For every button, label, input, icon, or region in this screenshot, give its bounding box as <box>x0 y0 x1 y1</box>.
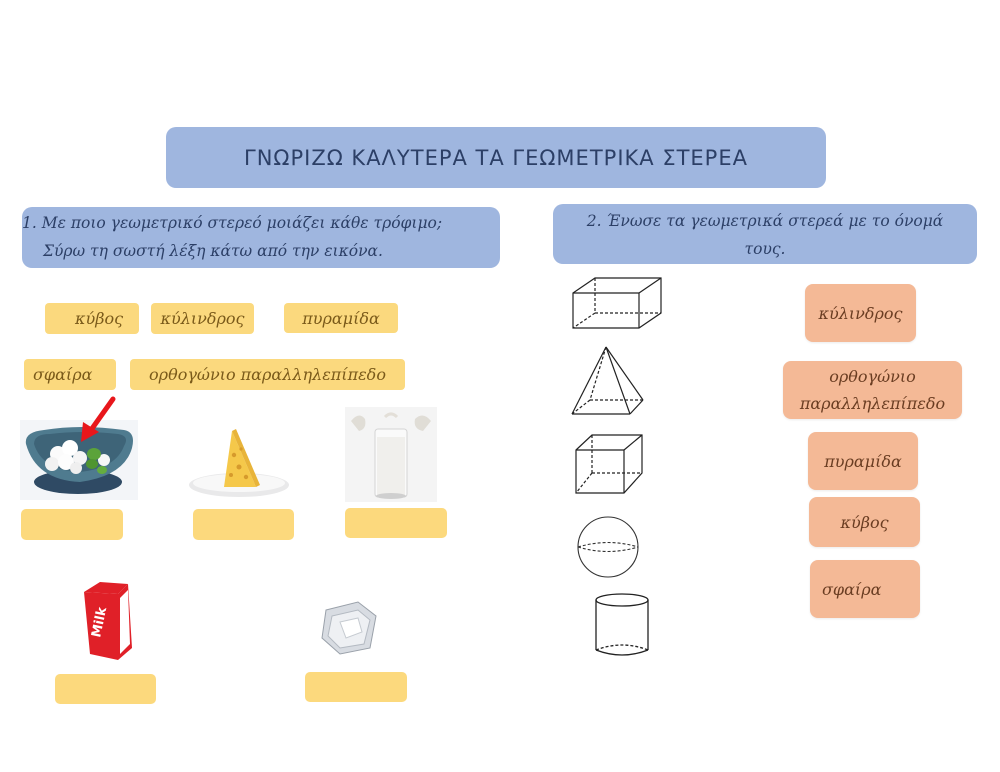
word-chip-orthogonio-parallilepipedo[interactable]: ορθογώνιο παραλληλεπίπεδο <box>130 359 405 390</box>
instruction-2-line1: 2. Ένωσε τα γεωμετρικά στερεά με το όνομ… <box>586 212 944 230</box>
word-chip-pyramida[interactable]: πυραμίδα <box>284 303 398 333</box>
page-title: ΓΝΩΡΙΖΩ ΚΑΛΥΤΕΡΑ ΤΑ ΓΕΩΜΕΤΡΙΚΑ ΣΤΕΡΕΑ <box>166 127 826 188</box>
cube-shape[interactable] <box>572 433 644 497</box>
glass-of-milk-image <box>345 407 437 502</box>
instruction-1: 1. Με ποιο γεωμετρικό στερεό μοιάζει κάθ… <box>22 207 500 268</box>
drop-zone-mozzarella[interactable] <box>21 509 123 540</box>
name-chip-kyvos[interactable]: κύβος <box>809 497 920 547</box>
ice-cube-image <box>318 598 382 656</box>
name-chip-kylindros[interactable]: κύλινδρος <box>805 284 916 342</box>
name-chip-pyramida[interactable]: πυραμίδα <box>808 432 918 490</box>
word-chip-kylindros[interactable]: κύλινδρος <box>151 303 254 334</box>
name-chip-line1: ορθογώνιο <box>829 367 916 386</box>
instruction-2-line2: τους. <box>744 240 786 258</box>
word-chip-sfaira[interactable]: σφαίρα <box>24 359 116 390</box>
svg-text:Milk: Milk <box>89 606 110 639</box>
rectangular-prism-shape[interactable] <box>568 274 664 332</box>
sphere-shape[interactable] <box>574 516 644 578</box>
word-chip-kyvos[interactable]: κύβος <box>45 303 139 334</box>
square-pyramid-shape[interactable] <box>568 344 648 416</box>
name-chip-orthogonio-parallilepipedo[interactable]: ορθογώνιο παραλληλεπίπεδο <box>783 361 962 419</box>
instruction-1-line1: 1. Με ποιο γεωμετρικό στερεό μοιάζει κάθ… <box>22 214 443 232</box>
name-chip-line2: παραλληλεπίπεδο <box>799 394 946 413</box>
drop-zone-ice-cube[interactable] <box>305 672 407 702</box>
mozzarella-bowl-image <box>20 420 138 500</box>
milk-carton-image: Milk <box>80 578 136 663</box>
cheese-wedge-image <box>186 425 292 505</box>
drop-zone-cheese[interactable] <box>193 509 294 540</box>
name-chip-sfaira[interactable]: σφαίρα <box>810 560 920 618</box>
instruction-2: 2. Ένωσε τα γεωμετρικά στερεά με το όνομ… <box>553 204 977 264</box>
cylinder-shape[interactable] <box>593 592 651 658</box>
red-arrow-icon <box>75 396 120 446</box>
drop-zone-milk-glass[interactable] <box>345 508 447 538</box>
instruction-1-line2: Σύρω τη σωστή λέξη κάτω από την εικόνα. <box>43 242 383 260</box>
drop-zone-milk-carton[interactable] <box>55 674 156 704</box>
